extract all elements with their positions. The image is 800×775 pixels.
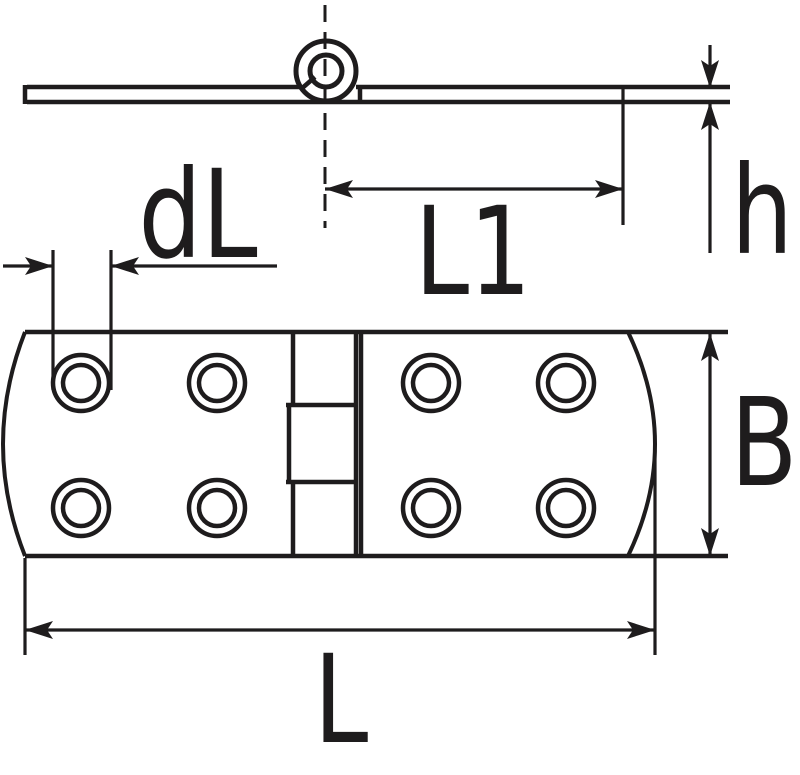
arrowhead-down <box>701 528 719 556</box>
dl-label: dL <box>138 144 257 286</box>
screw-holes-left-leaf <box>50 352 248 539</box>
plan-right-arc-edge <box>626 331 657 557</box>
plan-left-arc-edge <box>1 331 27 557</box>
dimension-l1: L1 <box>325 88 625 324</box>
arrowhead-left <box>111 257 139 275</box>
screw-hole-inner <box>410 487 452 529</box>
arrowhead-right <box>627 621 655 639</box>
dimension-dl: dL <box>3 144 277 390</box>
arrowhead-up <box>701 333 719 361</box>
side-view <box>22 5 730 228</box>
screw-hole-inner <box>410 362 452 404</box>
l-label: L <box>314 629 368 771</box>
screw-holes-right-leaf <box>400 352 597 539</box>
screw-hole-inner <box>196 487 238 529</box>
screw-hole-inner <box>545 362 587 404</box>
arrowhead-down <box>701 60 719 88</box>
arrowhead-left <box>25 621 53 639</box>
l1-label: L1 <box>415 181 531 323</box>
screw-hole-inner <box>60 362 102 404</box>
leaf-curl-edge <box>298 75 317 92</box>
arrowhead-left <box>325 180 353 198</box>
h-label: h <box>731 140 793 282</box>
plan-view <box>1 329 728 559</box>
screw-hole-inner <box>545 487 587 529</box>
plan-knuckle-joint <box>286 332 364 556</box>
dimension-l: L <box>23 450 657 772</box>
arrowhead-right <box>595 180 623 198</box>
dimension-h: h <box>701 45 793 283</box>
arrowhead-up <box>701 102 719 130</box>
b-label: B <box>731 372 798 514</box>
screw-hole-inner <box>60 487 102 529</box>
dimension-b: B <box>701 333 797 556</box>
screw-hole-inner <box>196 362 238 404</box>
arrowhead-right <box>25 257 53 275</box>
